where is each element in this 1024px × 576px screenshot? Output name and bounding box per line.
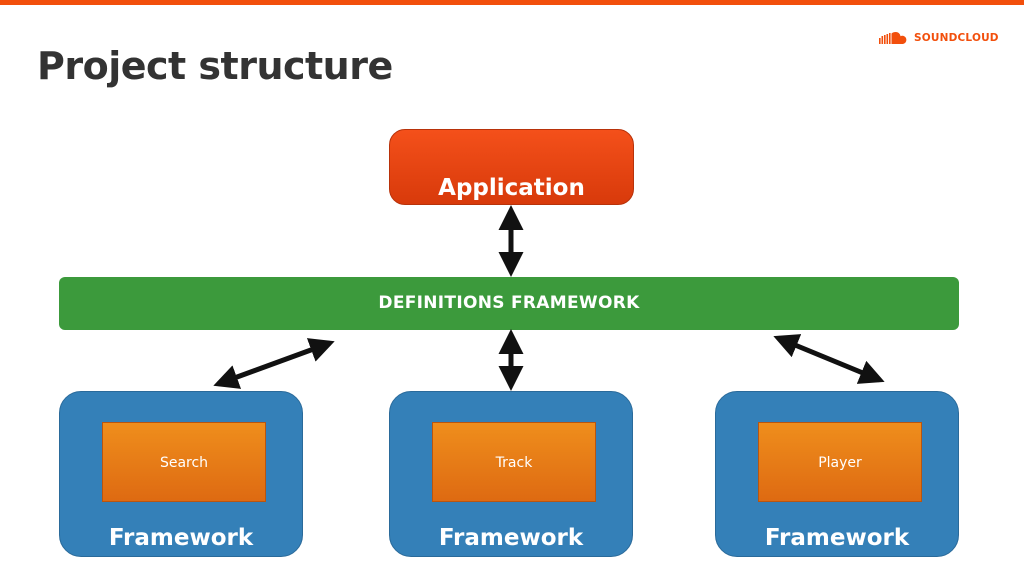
search-module-label: Search [159,455,209,471]
search-framework-box: Search Framework [59,391,303,557]
player-framework-box: Player Framework [715,391,959,557]
definitions-framework-bar: DEFINITIONS FRAMEWORK [59,277,959,330]
search-module-box: Search [102,422,266,502]
player-module-label: Player [818,455,862,471]
slide-title: Project structure [37,44,393,88]
player-module-box: Player [758,422,922,502]
brand-wordmark: SOUNDCLOUD [914,32,999,44]
track-framework-label: Framework [438,525,584,551]
top-accent-bar [0,0,1024,5]
track-module-box: Track [432,422,596,502]
application-box: Application [389,129,634,205]
cloud-icon [879,31,907,44]
soundcloud-logo: SOUNDCLOUD [879,28,999,48]
definitions-framework-label: DEFINITIONS FRAMEWORK [378,293,640,313]
arrow-search-definitions [213,338,335,389]
arrow-player-definitions [773,334,885,384]
track-framework-box: Track Framework [389,391,633,557]
track-module-label: Track [495,455,533,471]
player-framework-label: Framework [764,525,910,551]
search-framework-label: Framework [108,525,254,551]
application-label: Application [438,175,585,201]
